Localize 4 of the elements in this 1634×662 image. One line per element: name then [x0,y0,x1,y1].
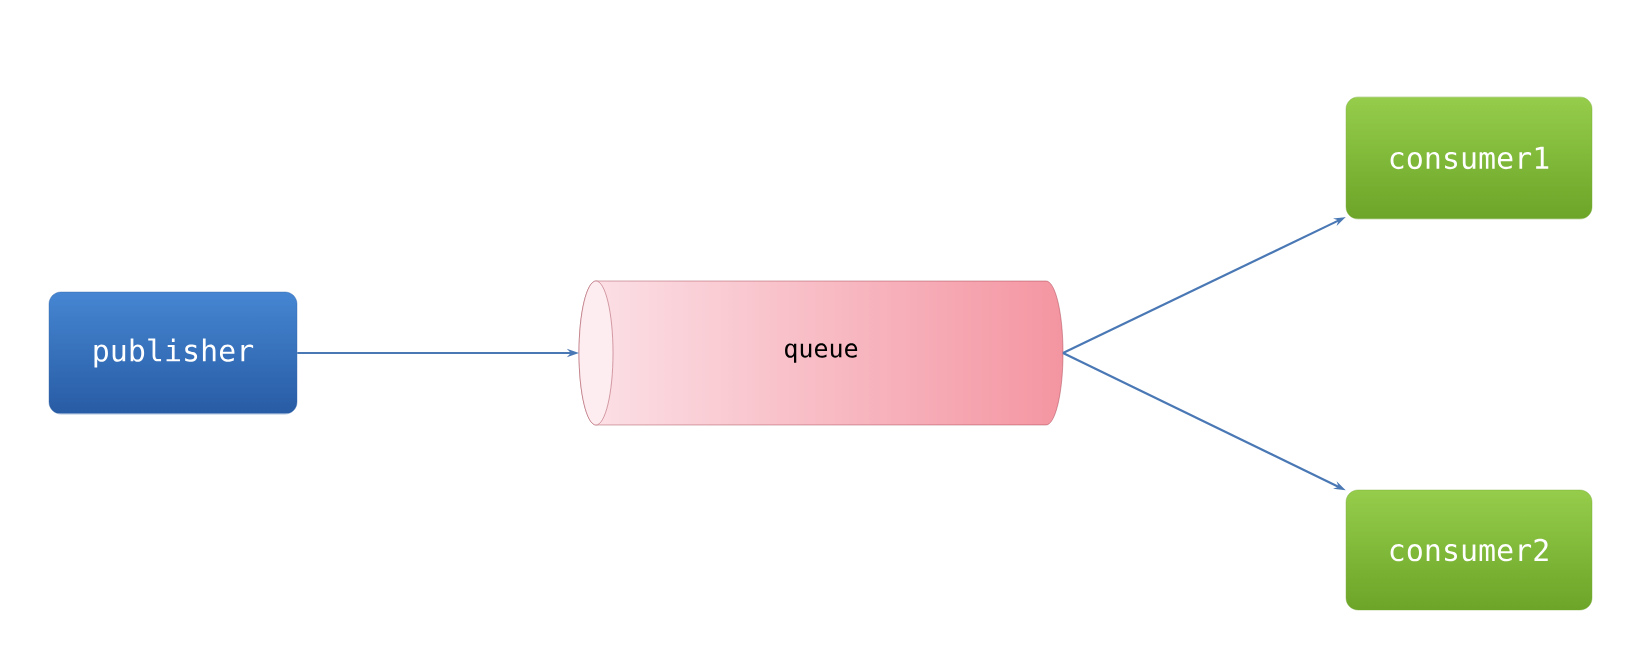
process-box: consumer1 [1345,96,1593,220]
process-box: consumer2 [1345,489,1593,611]
queue-cylinder: queue [578,280,1064,426]
process-box: publisher [48,291,298,415]
